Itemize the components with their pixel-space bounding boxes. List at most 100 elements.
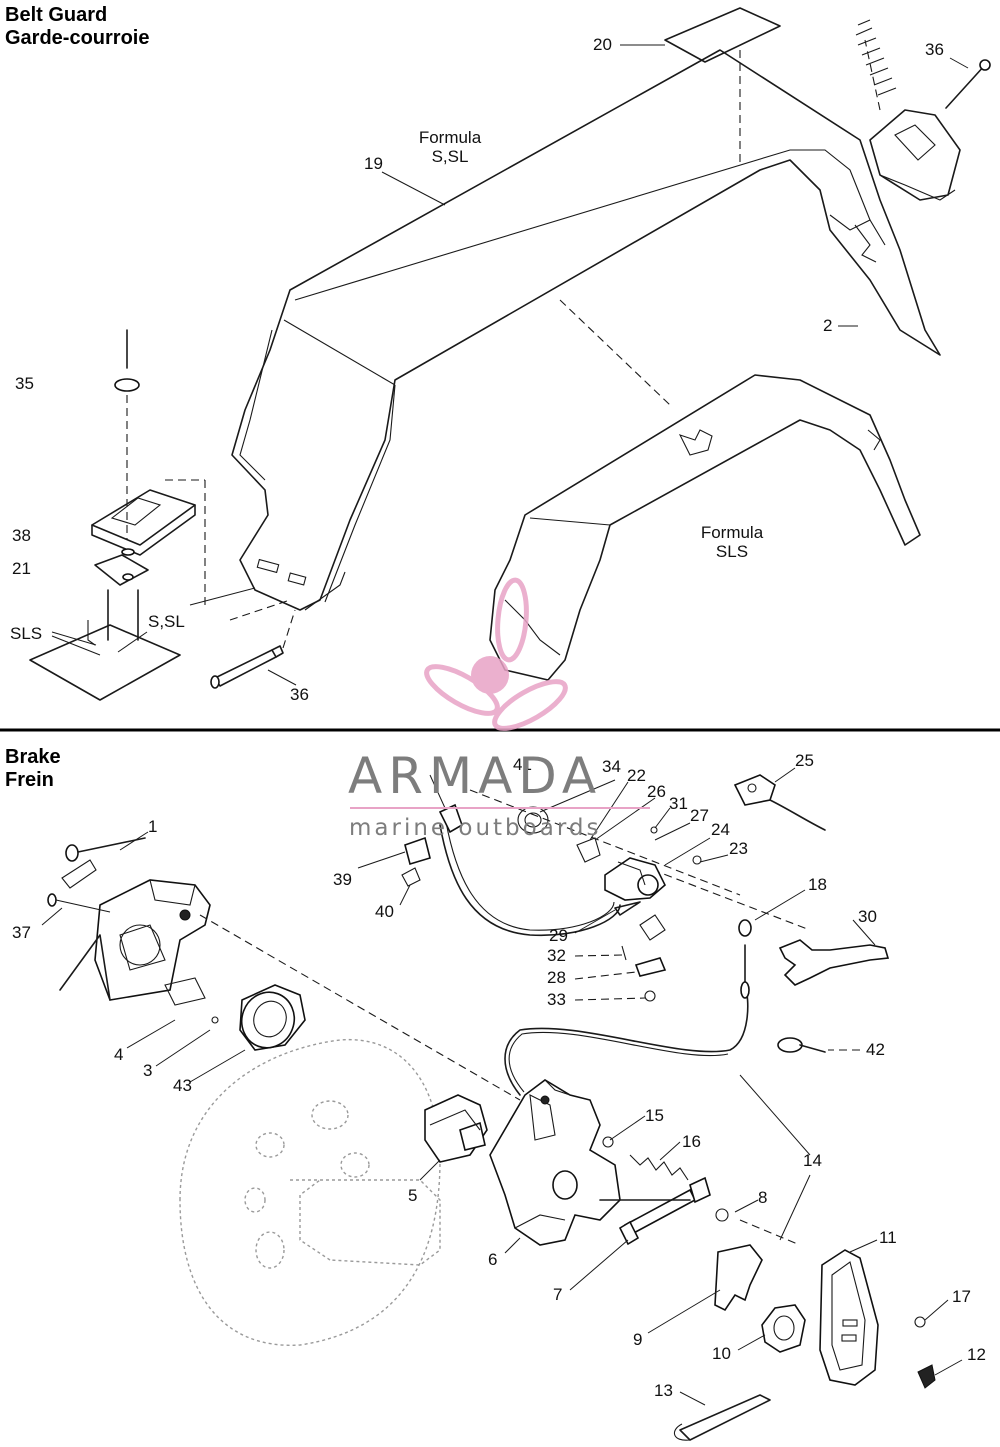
note-formula-s-sl-line2: S,SL [431, 147, 469, 166]
bracket-39 [404, 836, 431, 866]
brake-title-fr: Frein [5, 769, 54, 791]
callout-12: 12 [967, 1345, 986, 1364]
caliper-body-6 [489, 1079, 621, 1246]
callout-43: 43 [173, 1076, 192, 1095]
caliper-housing-left [47, 837, 219, 1024]
brake-puck-5 [424, 1094, 488, 1163]
lever-9 [714, 1244, 763, 1312]
spring-bracket-upper [855, 19, 991, 201]
belt-guard-title-en: Belt Guard [5, 4, 108, 26]
callout-29: 29 [549, 926, 568, 945]
nut-33 [644, 990, 656, 1002]
wrench-30 [778, 939, 890, 986]
callout-3: 3 [143, 1061, 153, 1080]
callout-33: 33 [547, 990, 566, 1009]
callout-23: 23 [729, 839, 748, 858]
callout-30: 30 [858, 907, 877, 926]
callout-39: 39 [333, 870, 352, 889]
caliper-axis [199, 914, 521, 1101]
callout-5: 5 [408, 1186, 418, 1205]
brake-cable [504, 984, 749, 1096]
callout-16: 16 [682, 1132, 701, 1151]
callout-4: 4 [114, 1045, 124, 1064]
armada-logo [424, 577, 568, 731]
cover-11 [819, 1249, 879, 1386]
belt-guard-title-fr: Garde-courroie [5, 27, 150, 49]
belt-guard-drawing [29, 7, 991, 701]
guard-alignment-axis [559, 299, 671, 406]
brake-switch-25 [733, 774, 826, 831]
upper-hose [439, 824, 621, 937]
callout-36-upper: 36 [925, 40, 944, 59]
callout-19: 19 [364, 154, 383, 173]
note-formula-sls-line1: Formula [700, 523, 764, 542]
callout-36-lower: 36 [290, 685, 309, 704]
bolt-36-lower [210, 609, 296, 689]
note-s-sl: S,SL [148, 612, 185, 631]
wire-29 [614, 901, 641, 916]
callout-14: 14 [803, 1151, 822, 1170]
callout-17: 17 [952, 1287, 971, 1306]
pin-32 [621, 945, 627, 961]
callout-22: 22 [627, 766, 646, 785]
decal-20 [664, 7, 781, 63]
callout-18: 18 [808, 875, 827, 894]
callout-13: 13 [654, 1381, 673, 1400]
spring-clip-28 [634, 957, 667, 977]
brake-drawing [41, 767, 963, 1441]
washer-26 [576, 837, 601, 863]
callout-11: 11 [879, 1228, 897, 1247]
mount-assembly-left [29, 329, 291, 701]
callout-32: 32 [547, 946, 566, 965]
callout-37: 37 [12, 923, 31, 942]
eyelet-42 [777, 1037, 826, 1053]
note-formula-sls: Formula SLS [682, 523, 782, 561]
callout-7: 7 [553, 1285, 563, 1304]
callout-41: 41 [513, 755, 532, 774]
callout-26: 26 [647, 782, 666, 801]
brake-title: Brake Frein [5, 746, 61, 792]
brake-puck-43 [239, 984, 306, 1051]
callout-21: 21 [12, 559, 31, 578]
fitting-40 [401, 867, 421, 887]
callout-25: 25 [795, 751, 814, 770]
brake-title-en: Brake [5, 746, 61, 768]
callout-34: 34 [602, 757, 621, 776]
bolt-12 [917, 1364, 936, 1389]
callout-27: 27 [690, 806, 709, 825]
note-sls: SLS [10, 624, 43, 643]
callout-38: 38 [12, 526, 31, 545]
belt-guard-formula-s-sl [231, 49, 941, 611]
callout-15: 15 [645, 1106, 664, 1125]
washer-15 [602, 1136, 614, 1148]
belt-guard-formula-sls [489, 374, 921, 681]
callout-31: 31 [669, 794, 688, 813]
knob-10 [761, 1304, 806, 1353]
callout-6: 6 [488, 1250, 498, 1269]
nut-8 [715, 1208, 729, 1222]
callout-9: 9 [633, 1330, 643, 1349]
callout-35: 35 [15, 374, 34, 393]
callout-2: 2 [823, 316, 833, 335]
callout-8: 8 [758, 1188, 768, 1207]
drive-pulley-ghost [179, 1038, 441, 1346]
callout-24: 24 [711, 820, 730, 839]
callout-42: 42 [866, 1040, 885, 1059]
screw-17 [914, 1316, 926, 1328]
watermark-tagline: marine outboards [349, 815, 602, 841]
callout-40: 40 [375, 902, 394, 921]
watermark-brand: ARMADA [348, 747, 603, 805]
callout-1: 1 [148, 817, 158, 836]
callout-28: 28 [547, 968, 566, 987]
pin-13 [679, 1394, 771, 1441]
callout-10: 10 [712, 1344, 731, 1363]
note-formula-sls-line2: SLS [715, 542, 749, 561]
note-formula-s-sl-line1: Formula [418, 128, 482, 147]
master-cylinder-24 [604, 857, 666, 901]
adjuster-bolt-7 [599, 1154, 711, 1246]
belt-guard-title: Belt Guard Garde-courroie [5, 4, 149, 50]
callout-20: 20 [593, 35, 612, 54]
note-formula-s-sl: Formula S,SL [400, 128, 500, 166]
